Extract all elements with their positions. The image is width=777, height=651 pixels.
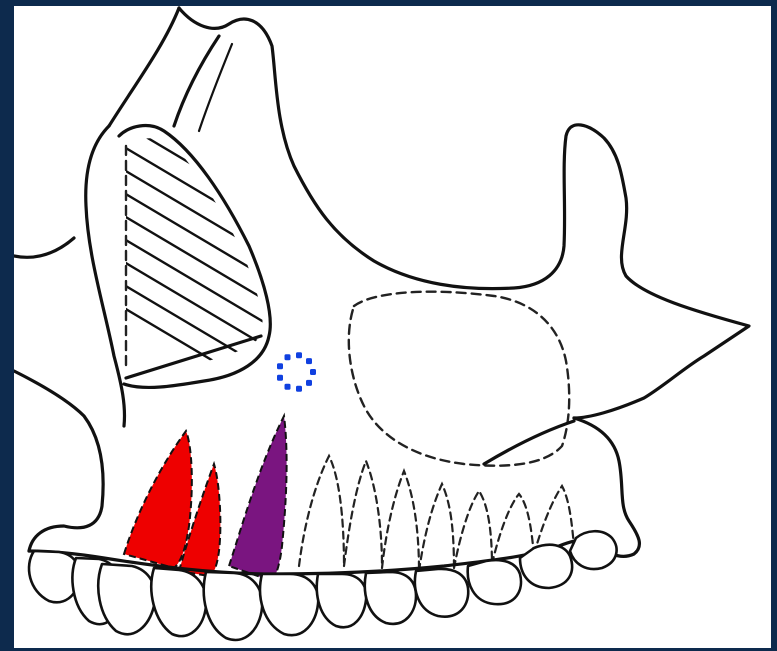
marker-dot <box>296 352 302 358</box>
frontal-process-line <box>109 8 179 126</box>
tooth <box>520 545 572 588</box>
marker-dot <box>310 369 316 375</box>
tooth <box>260 574 318 635</box>
left-cheek-contour <box>14 238 74 257</box>
tooth <box>151 568 206 636</box>
maxilla-outline <box>179 8 749 418</box>
tooth <box>415 569 468 617</box>
diagram-canvas <box>14 6 771 648</box>
canine-root-purple <box>229 416 287 581</box>
posterior-root <box>382 471 419 571</box>
marker-dot <box>277 363 283 369</box>
dotted-circle-marker <box>277 352 316 391</box>
posterior-root <box>344 461 382 566</box>
posterior-root <box>419 484 454 571</box>
posterior-contour <box>484 421 574 464</box>
marker-dot <box>306 380 312 386</box>
marker-dot <box>277 375 283 381</box>
posterior-root <box>454 491 492 568</box>
tooth <box>365 572 416 624</box>
marker-dot <box>285 354 291 360</box>
maxillary-sinus <box>349 292 569 466</box>
teeth-row <box>29 531 617 640</box>
nasal-aperture-border <box>86 126 125 426</box>
maxilla-illustration <box>14 6 771 648</box>
tooth <box>317 574 366 627</box>
marker-dot <box>296 386 302 392</box>
frontal-process-line <box>174 36 219 126</box>
incisor-root-red <box>124 431 192 568</box>
marker-dot <box>306 358 312 364</box>
marker-dot <box>285 384 291 390</box>
posterior-root <box>299 456 344 566</box>
tooth <box>204 572 262 640</box>
left-lower-contour <box>14 371 103 551</box>
tooth <box>468 560 521 604</box>
tooth <box>570 531 617 569</box>
